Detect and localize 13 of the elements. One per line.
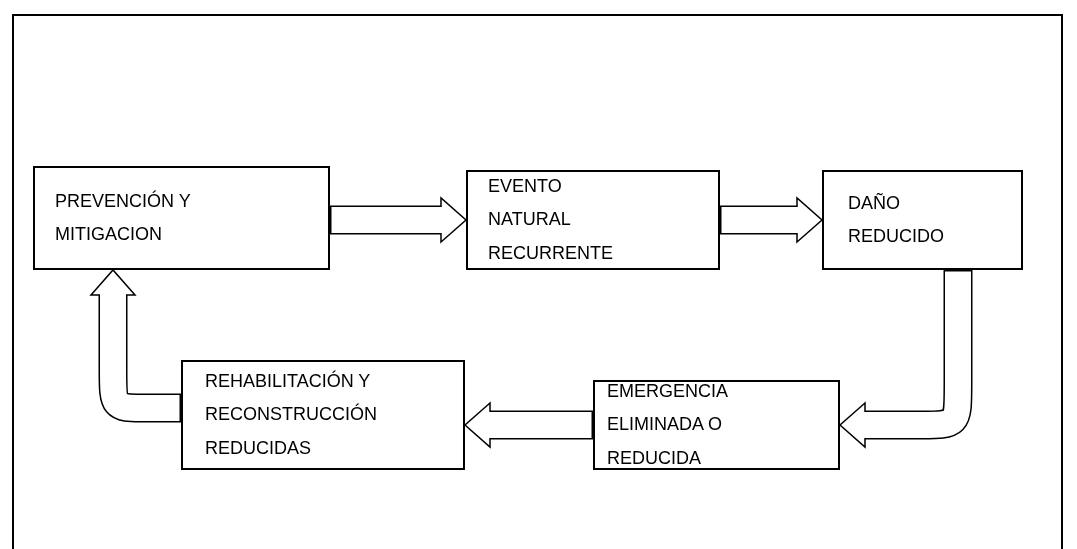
box-label: DAÑO REDUCIDO — [848, 191, 945, 248]
process-box — [33, 166, 330, 270]
block-arrow — [463, 401, 593, 449]
block-arrow — [838, 270, 973, 449]
box-label: EVENTO NATURAL RECURRENTE — [488, 175, 614, 265]
process-box — [466, 170, 720, 270]
block-arrow — [720, 196, 824, 244]
box-label: EMERGENCIA ELIMINADA O REDUCIDA — [607, 380, 729, 470]
block-arrow — [330, 196, 468, 244]
box-label: REHABILITACIÓN Y RECONSTRUCCIÓN REDUCIDAS — [205, 369, 378, 460]
process-box — [822, 170, 1023, 270]
process-box — [181, 360, 465, 470]
box-label: PREVENCIÓN Y MITIGACION — [55, 189, 192, 246]
